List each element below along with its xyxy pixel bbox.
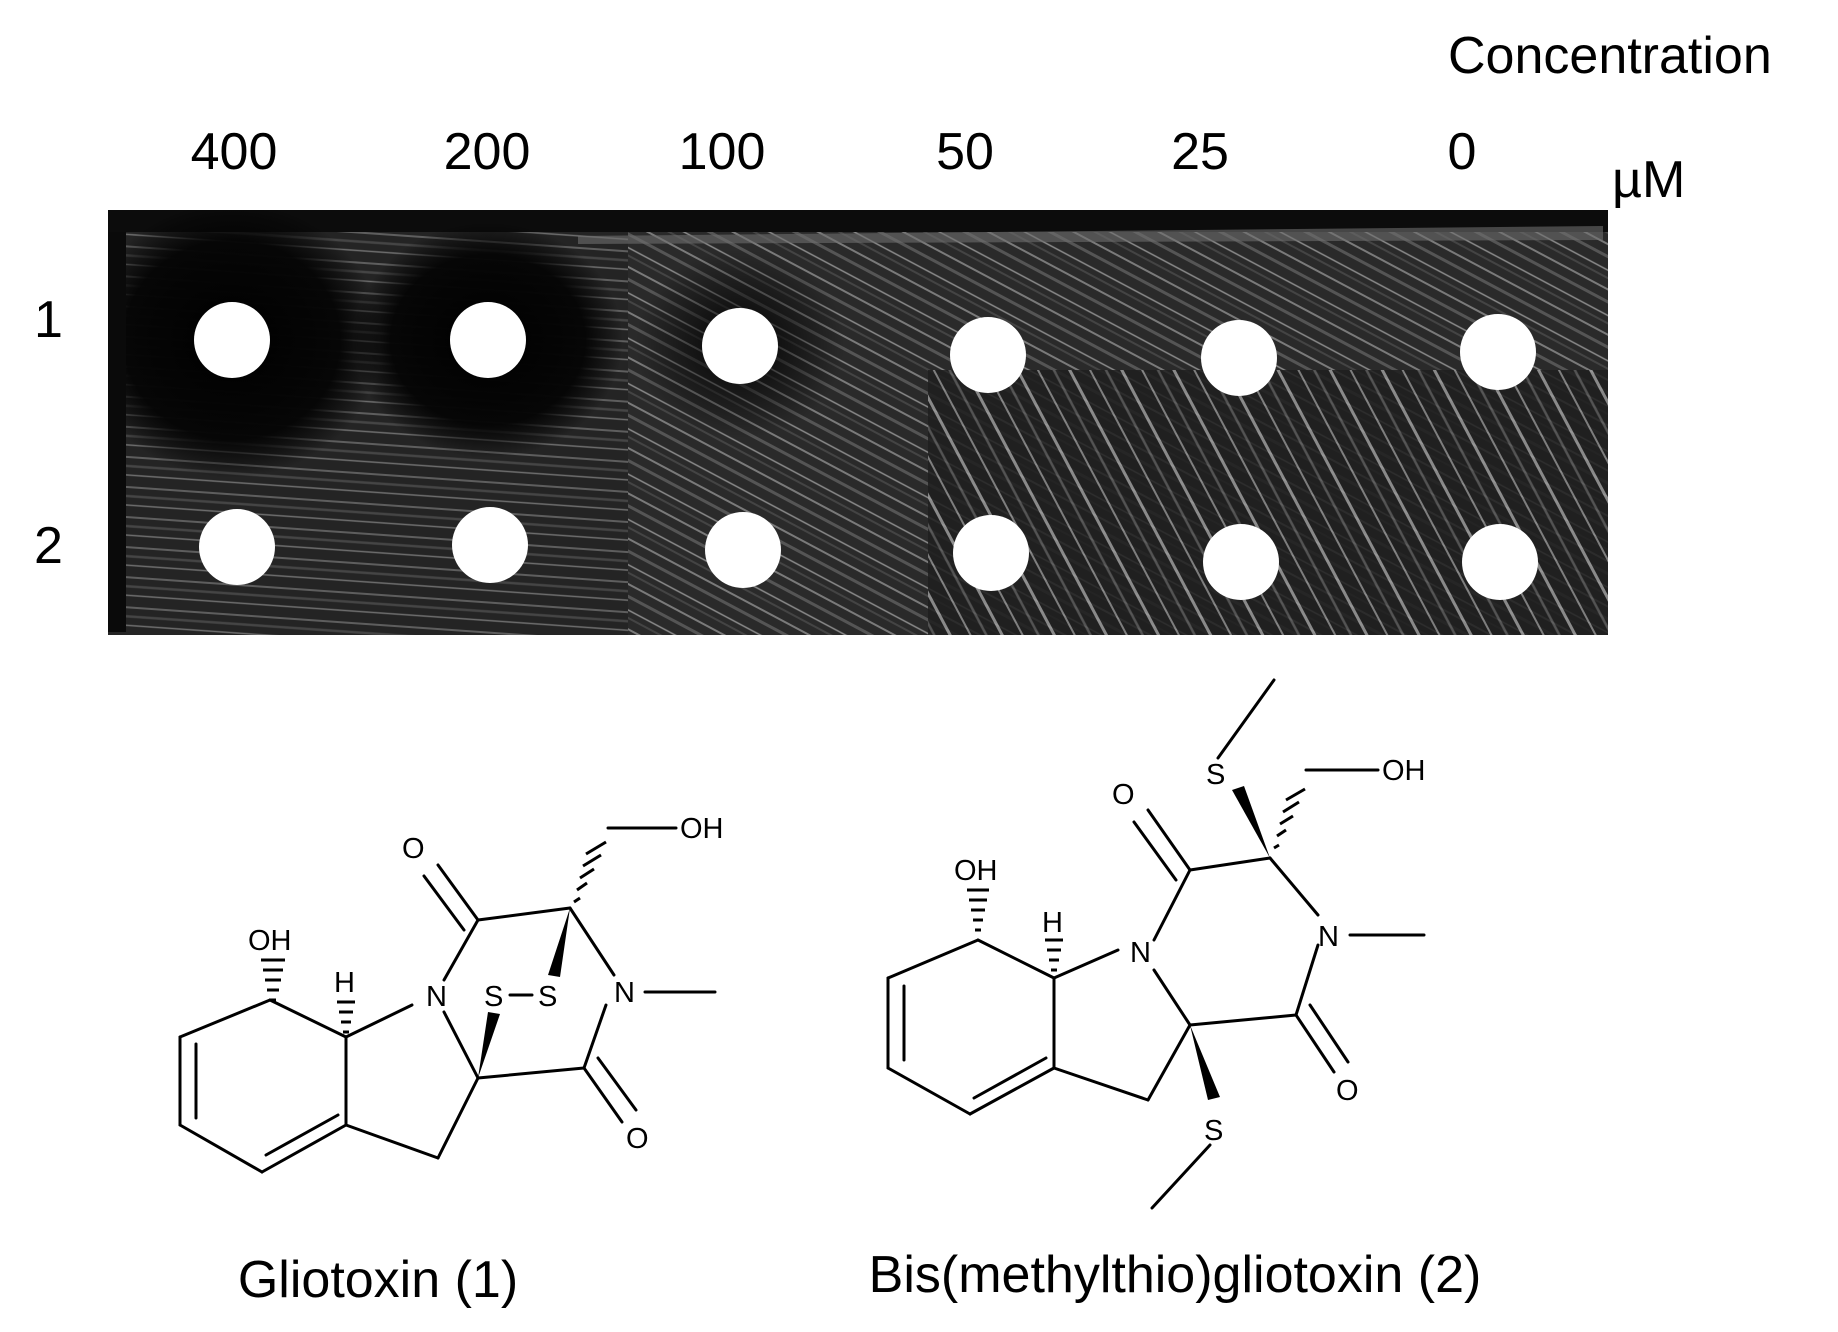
- concentration-value: 400: [190, 123, 278, 181]
- bis-atoms: OH OH H O O N N S S: [954, 755, 1426, 1147]
- atom-label: OH: [248, 925, 292, 957]
- atom-label: S: [538, 981, 557, 1013]
- concentration-value: 200: [443, 123, 531, 181]
- concentration-value: 100: [678, 123, 766, 181]
- compound-name-gliotoxin: Gliotoxin (1): [237, 1251, 519, 1309]
- atom-label: N: [1130, 937, 1151, 969]
- atom-label: H: [1042, 907, 1063, 939]
- row-label-2: 2: [34, 517, 63, 575]
- atom-label: S: [484, 981, 503, 1013]
- concentration-value: 50: [936, 123, 994, 181]
- gliotoxin-structure: [178, 826, 717, 1174]
- atom-label: OH: [1382, 755, 1426, 787]
- gliotoxin-hashed-bonds: [261, 840, 607, 1034]
- atom-label: OH: [680, 813, 724, 845]
- concentration-unit: µM: [1612, 151, 1686, 209]
- bis-hashed-bonds: [967, 787, 1306, 972]
- atom-label: O: [626, 1123, 649, 1155]
- atom-label: N: [1318, 921, 1339, 953]
- concentration-title: Concentration: [1448, 27, 1772, 85]
- bis-wedge-bonds: [1190, 786, 1270, 1100]
- bis-methylthio-gliotoxin-structure: [886, 678, 1426, 1210]
- concentration-value: 25: [1171, 123, 1229, 181]
- gliotoxin-atoms: OH OH H O O N N S S: [248, 813, 724, 1155]
- atom-label: N: [614, 977, 635, 1009]
- row-label-1: 1: [34, 291, 63, 349]
- concentration-values: 400 200 100 50 25 0: [0, 122, 1838, 192]
- atom-label: O: [1112, 779, 1135, 811]
- atom-label: H: [334, 967, 355, 999]
- chemical-structures: OH OH H O O N N S S: [178, 678, 1426, 1210]
- atom-label: OH: [954, 855, 998, 887]
- atom-label: S: [1204, 1115, 1223, 1147]
- agar-plate-image: [108, 210, 1608, 635]
- compound-name-bis-methylthio-gliotoxin: Bis(methylthio)gliotoxin (2): [868, 1246, 1482, 1304]
- atom-label: N: [426, 981, 447, 1013]
- concentration-value: 0: [1447, 123, 1477, 181]
- atom-label: O: [402, 833, 425, 865]
- atom-label: S: [1206, 759, 1225, 791]
- atom-label: O: [1336, 1075, 1359, 1107]
